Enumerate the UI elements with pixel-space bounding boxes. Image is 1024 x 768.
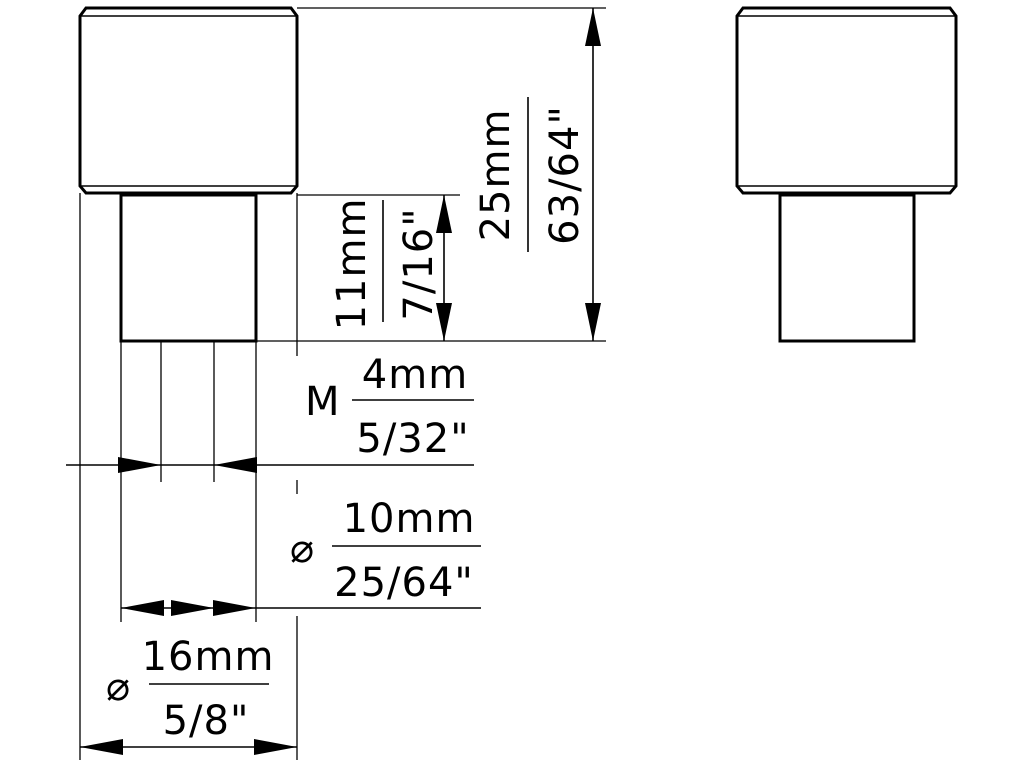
dim-shank-diameter: ⌀ 10mm 25/64"	[121, 496, 481, 616]
side-knob-head	[735, 6, 958, 195]
side-view	[735, 6, 958, 343]
arrow-headdia-right	[254, 739, 297, 755]
label-head-diameter-prefix: ⌀	[106, 664, 130, 710]
front-view	[78, 6, 299, 343]
arrow-shank-bottom	[436, 303, 452, 341]
arrow-thread-left	[118, 457, 161, 473]
label-shank-diameter-prefix: ⌀	[290, 526, 314, 572]
label-total-height-metric: 25mm	[473, 109, 519, 242]
label-head-diameter-metric: 16mm	[142, 634, 275, 680]
label-thread-prefix: M	[305, 379, 340, 425]
arrow-shank-top	[436, 195, 452, 233]
arrow-total-bottom	[585, 303, 601, 341]
dim-shank-height: 11mm 7/16"	[329, 195, 452, 341]
knob-shank	[119, 193, 258, 343]
label-shank-height-metric: 11mm	[329, 198, 375, 331]
arrow-shankdia-mid	[171, 600, 214, 616]
arrow-shankdia-left	[121, 600, 164, 616]
side-knob-shank	[778, 193, 916, 343]
label-total-height-imperial: 63/64"	[542, 105, 588, 245]
dim-thread: M 4mm 5/32"	[66, 352, 474, 473]
arrow-shankdia-right	[213, 600, 256, 616]
knob-head	[78, 6, 299, 195]
label-thread-metric: 4mm	[362, 352, 468, 398]
arrow-headdia-left	[80, 739, 123, 755]
dim-total-height: 25mm 63/64"	[473, 8, 601, 341]
label-shank-diameter-imperial: 25/64"	[334, 560, 474, 606]
label-shank-height-imperial: 7/16"	[396, 207, 442, 320]
label-shank-diameter-metric: 10mm	[343, 496, 476, 542]
label-thread-imperial: 5/32"	[356, 416, 469, 462]
extension-lines	[79, 7, 606, 760]
arrow-total-top	[585, 8, 601, 46]
dim-head-diameter: ⌀ 16mm 5/8"	[80, 634, 297, 755]
arrow-thread-right	[214, 457, 257, 473]
label-head-diameter-imperial: 5/8"	[163, 698, 250, 744]
